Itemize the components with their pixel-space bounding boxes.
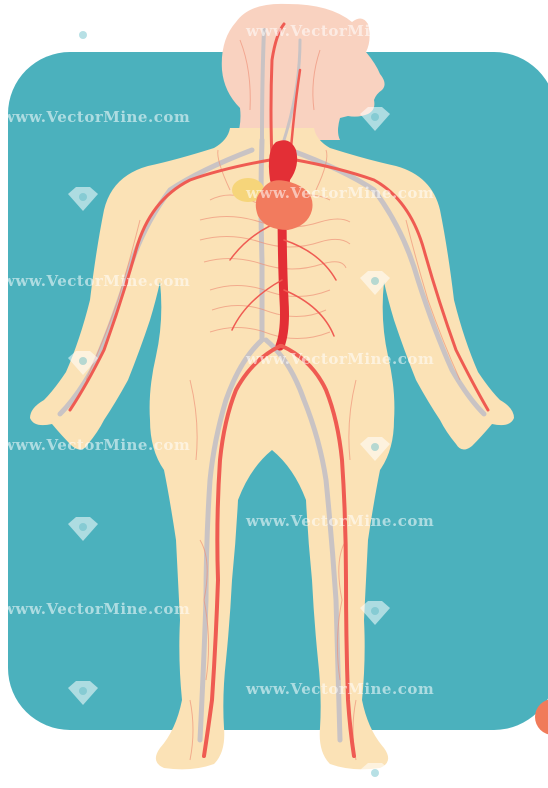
illustration: www.VectorMine.comwww.VectorMine.comwww.… — [0, 0, 548, 783]
circulatory-system-illustration — [0, 0, 548, 783]
